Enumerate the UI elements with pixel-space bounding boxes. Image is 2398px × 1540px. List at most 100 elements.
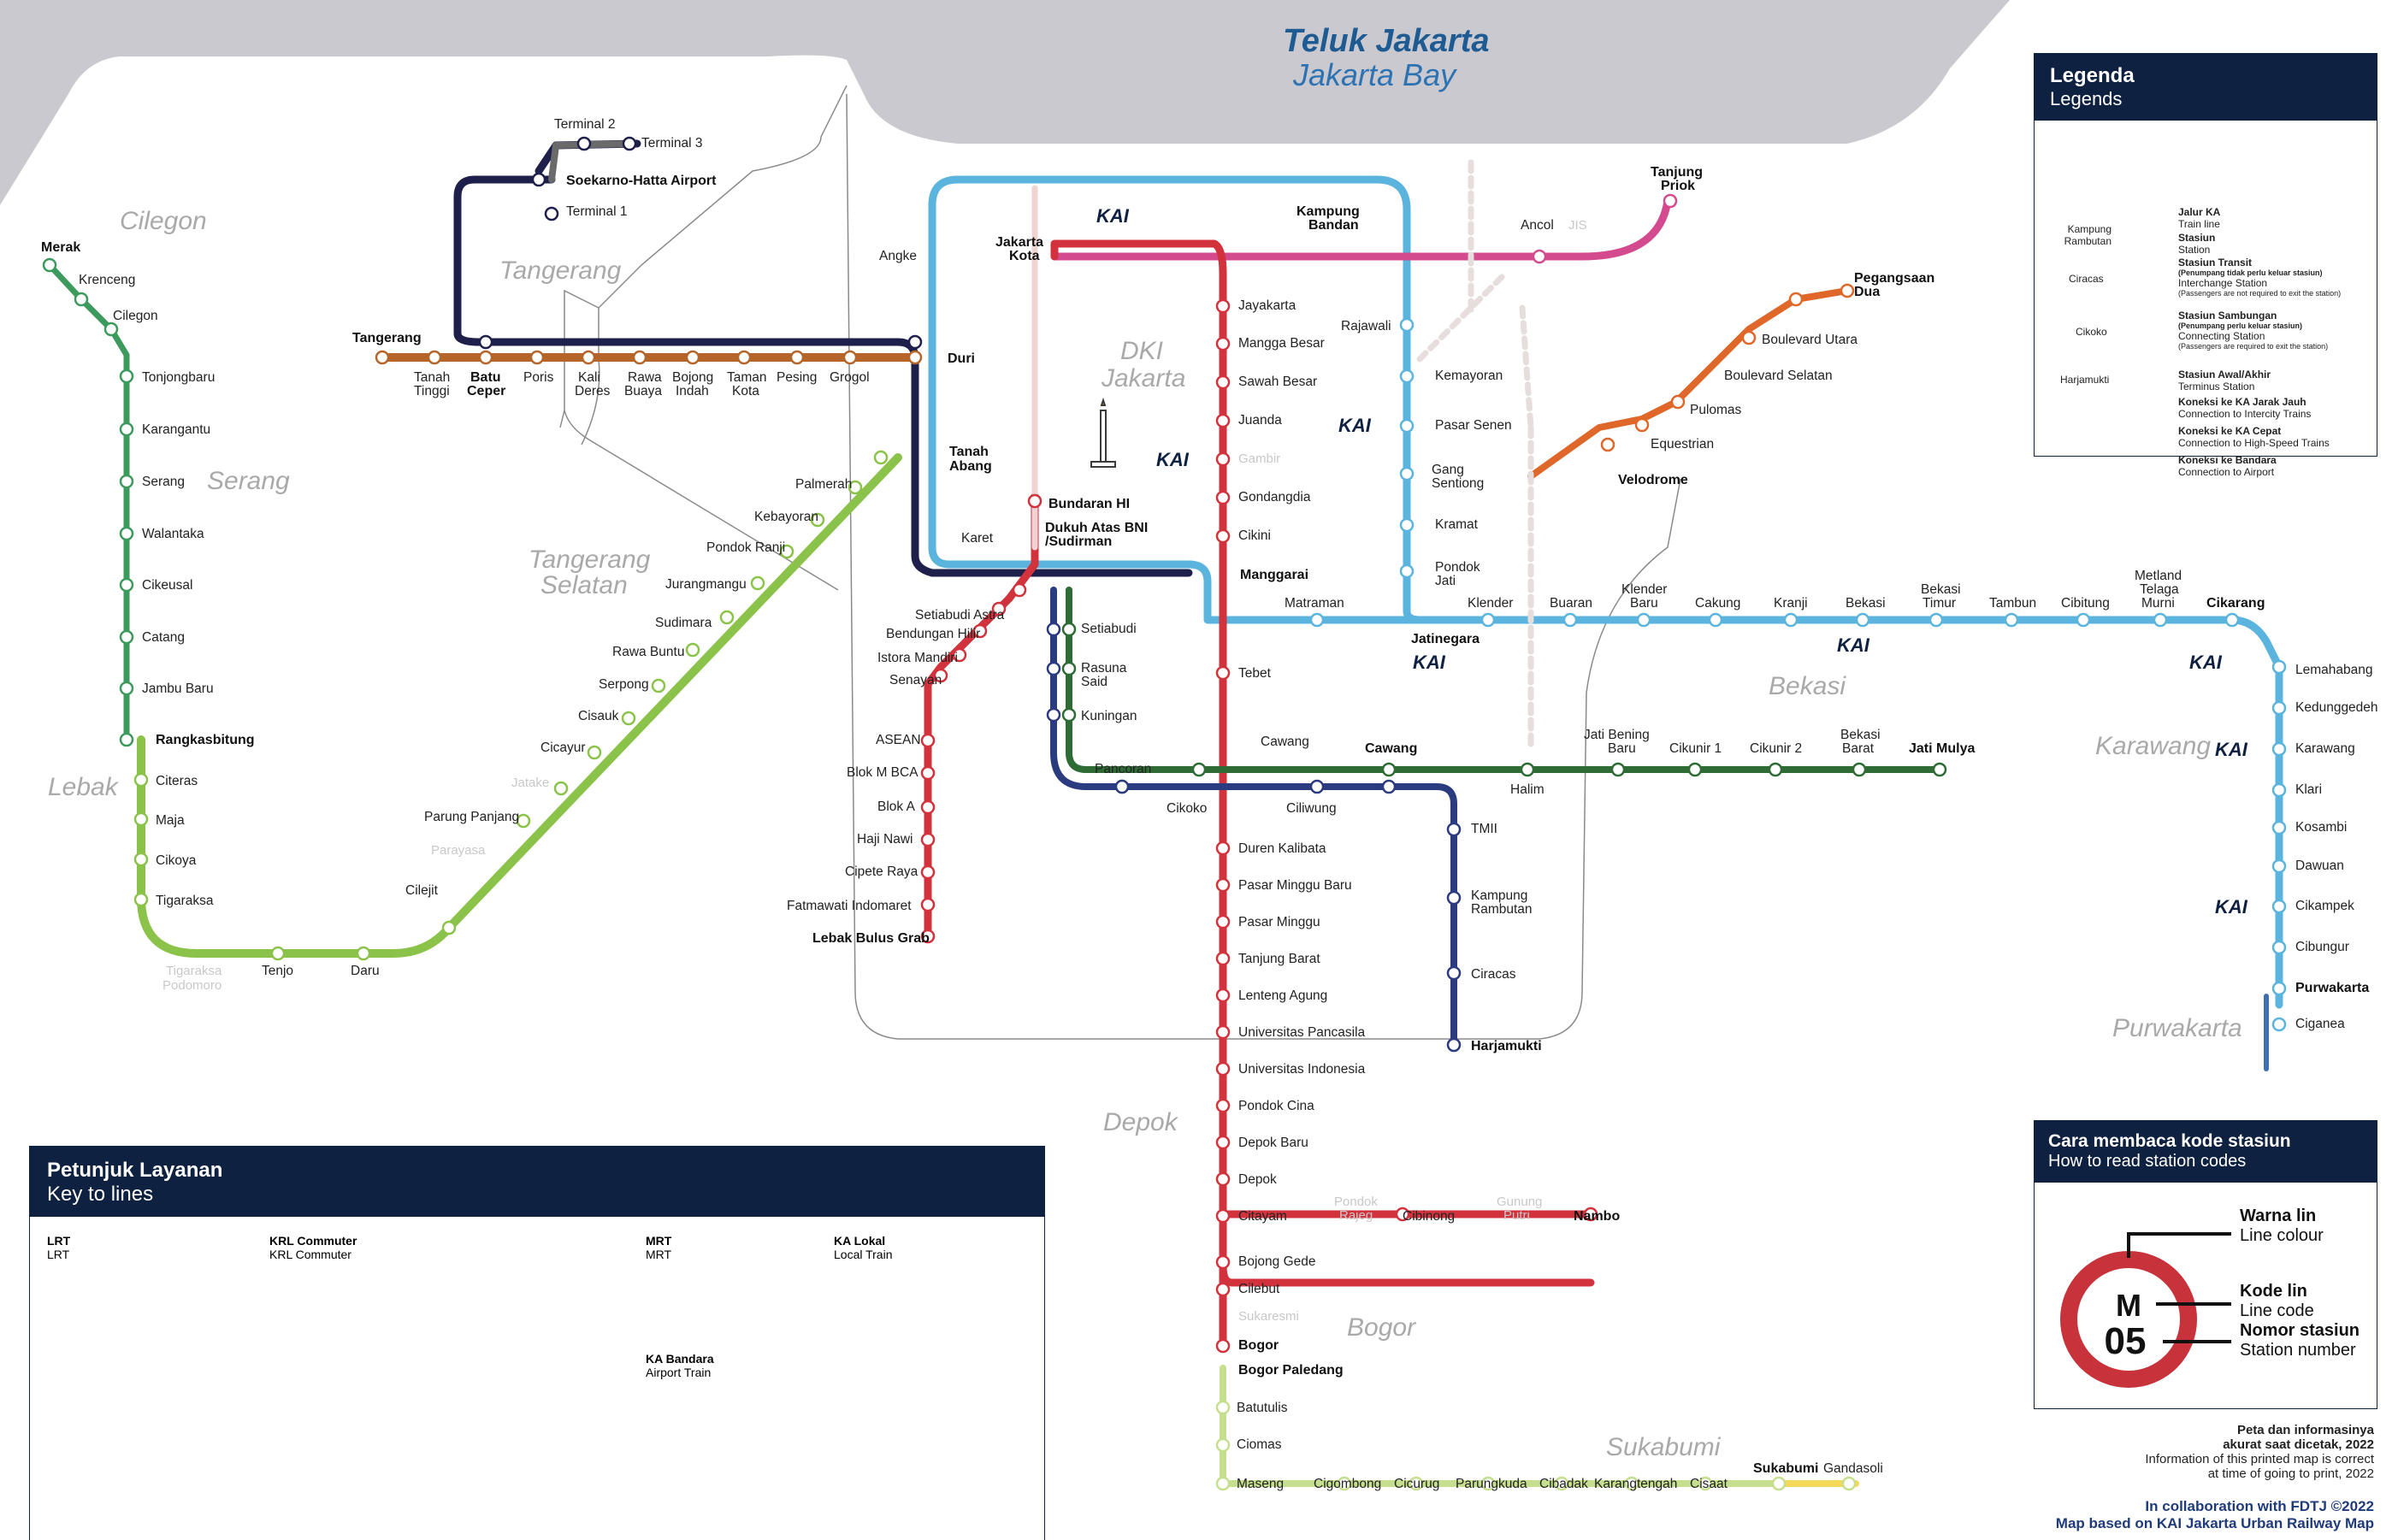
station-dot[interactable] (2271, 859, 2287, 874)
station-tebet[interactable]: Tebet (1238, 666, 1272, 681)
station-dot[interactable] (1215, 1098, 1231, 1113)
station-cisauk[interactable]: Cisauk (578, 709, 619, 723)
station-dot[interactable] (1046, 622, 1061, 637)
station-dot[interactable] (907, 334, 923, 350)
station-tanah-abang-2[interactable]: Abang (949, 459, 992, 474)
station-dot[interactable] (1583, 1207, 1598, 1222)
station-dot[interactable] (587, 745, 602, 760)
station-karawang[interactable]: Karawang (2295, 741, 2355, 756)
station-terminal-1[interactable]: Terminal 1 (566, 204, 628, 219)
station-dot[interactable] (907, 350, 923, 365)
station-dot[interactable] (1215, 375, 1231, 390)
station-walantaka[interactable]: Walantaka (142, 527, 204, 541)
station-dot[interactable] (1610, 762, 1626, 777)
station-univ-indonesia[interactable]: Universitas Indonesia (1238, 1062, 1366, 1077)
station-setiabudi[interactable]: Setiabudi (1081, 622, 1137, 636)
station-ciganea[interactable]: Ciganea (2295, 1017, 2345, 1031)
station-dot[interactable] (1061, 661, 1077, 676)
station-dot[interactable] (1399, 563, 1415, 579)
station-bojong-indah-1[interactable]: Bojong (672, 370, 713, 385)
station-dot[interactable] (2271, 659, 2287, 675)
station-tanah-abang-1[interactable]: Tanah (949, 445, 989, 459)
station-maseng[interactable]: Maseng (1237, 1477, 1284, 1491)
station-cikini[interactable]: Cikini (1238, 528, 1271, 543)
station-fatmawati[interactable]: Fatmawati Indomaret (787, 899, 912, 913)
station-bogor-paledang[interactable]: Bogor Paledang (1238, 1363, 1344, 1378)
station-dot[interactable] (920, 897, 936, 912)
station-metland-3[interactable]: Murni (2141, 596, 2175, 611)
station-lemahabang[interactable]: Lemahabang (2295, 663, 2373, 677)
station-istora-mandiri[interactable]: Istora Mandiri (877, 651, 958, 665)
station-dot[interactable] (1381, 779, 1397, 794)
station-klari[interactable]: Klari (2295, 782, 2322, 797)
station-dot[interactable] (1771, 1476, 1787, 1491)
station-dot[interactable] (1395, 1207, 1410, 1222)
station-dot[interactable] (529, 350, 545, 365)
station-jakarta-kota-1[interactable]: Jakarta (995, 235, 1043, 250)
station-ciliwung[interactable]: Ciliwung (1286, 801, 1337, 816)
station-dot[interactable] (952, 647, 967, 663)
station-harjamukti[interactable]: Harjamukti (1471, 1039, 1542, 1053)
station-gang-sentiong-1[interactable]: Gang (1432, 463, 1464, 477)
station-cilebut[interactable]: Cilebut (1238, 1282, 1280, 1296)
station-halim[interactable]: Halim (1510, 782, 1545, 797)
station-dot[interactable] (1409, 1476, 1424, 1491)
station-cawang[interactable]: Cawang (1261, 735, 1309, 749)
station-cibinong[interactable]: Cibinong (1403, 1209, 1455, 1224)
station-dot[interactable] (1061, 707, 1077, 723)
station-cikeusal[interactable]: Cikeusal (142, 578, 192, 593)
station-rangkasbitung[interactable]: Rangkasbitung (156, 733, 255, 747)
station-velodrome[interactable]: Velodrome (1618, 473, 1688, 487)
station-tambun[interactable]: Tambun (1989, 596, 2036, 611)
station-dot[interactable] (1670, 394, 1686, 410)
station-catang[interactable]: Catang (142, 630, 185, 645)
station-dot[interactable] (2004, 612, 2019, 628)
station-tanjung-barat[interactable]: Tanjung Barat (1238, 952, 1320, 966)
station-cawang-lrt[interactable]: Cawang (1365, 741, 1417, 756)
station-dot[interactable] (920, 800, 936, 815)
station-cikarang[interactable]: Cikarang (2206, 596, 2265, 611)
station-dot[interactable] (1399, 369, 1415, 384)
station-ciomas[interactable]: Ciomas (1237, 1437, 1282, 1452)
station-dot[interactable] (103, 322, 119, 337)
station-cibadak[interactable]: Cibadak (1539, 1477, 1588, 1491)
station-dukuh-atas-1[interactable]: Dukuh Atas BNI (1045, 521, 1148, 535)
station-dot[interactable] (576, 136, 592, 151)
station-dot[interactable] (2271, 1017, 2287, 1032)
station-haji-nawi[interactable]: Haji Nawi (857, 832, 913, 847)
station-dot[interactable] (1215, 665, 1231, 681)
station-mangga-besar[interactable]: Mangga Besar (1238, 336, 1325, 351)
station-cilegon[interactable]: Cilegon (113, 309, 158, 323)
station-boulevard-utara[interactable]: Boulevard Utara (1762, 333, 1858, 347)
station-dot[interactable] (74, 292, 89, 307)
station-dot[interactable] (1532, 249, 1547, 264)
station-dot[interactable] (544, 206, 559, 221)
station-dot[interactable] (1446, 890, 1462, 906)
station-pondok-jati-2[interactable]: Jati (1435, 574, 1456, 588)
station-dot[interactable] (427, 350, 442, 365)
station-dot[interactable] (933, 668, 948, 683)
station-sukabumi[interactable]: Sukabumi (1753, 1461, 1818, 1476)
station-dot[interactable] (972, 623, 988, 639)
station-dot[interactable] (133, 811, 149, 827)
station-taman-kota-1[interactable]: Taman (727, 370, 767, 385)
station-dot[interactable] (1520, 762, 1535, 777)
station-senayan[interactable]: Senayan (889, 673, 942, 687)
station-kedunggedeh[interactable]: Kedunggedeh (2295, 700, 2378, 715)
station-parungkuda[interactable]: Parungkuda (1456, 1477, 1527, 1491)
station-depok[interactable]: Depok (1238, 1172, 1277, 1187)
station-cibitung[interactable]: Cibitung (2061, 596, 2110, 611)
station-cikoya[interactable]: Cikoya (156, 853, 197, 868)
station-dot[interactable] (478, 334, 493, 350)
station-dot[interactable] (1687, 762, 1703, 777)
station-bekasi-timur-2[interactable]: Timur (1923, 596, 1956, 611)
station-dot[interactable] (1309, 779, 1325, 794)
station-cicurug[interactable]: Cicurug (1394, 1477, 1439, 1491)
station-dot[interactable] (1634, 417, 1650, 433)
station-dot[interactable] (810, 512, 825, 528)
station-cikampek[interactable]: Cikampek (2295, 899, 2354, 913)
station-dot[interactable] (119, 732, 134, 747)
station-dot[interactable] (1027, 493, 1042, 509)
station-dot[interactable] (1215, 1171, 1231, 1187)
station-dot[interactable] (1663, 193, 1678, 209)
